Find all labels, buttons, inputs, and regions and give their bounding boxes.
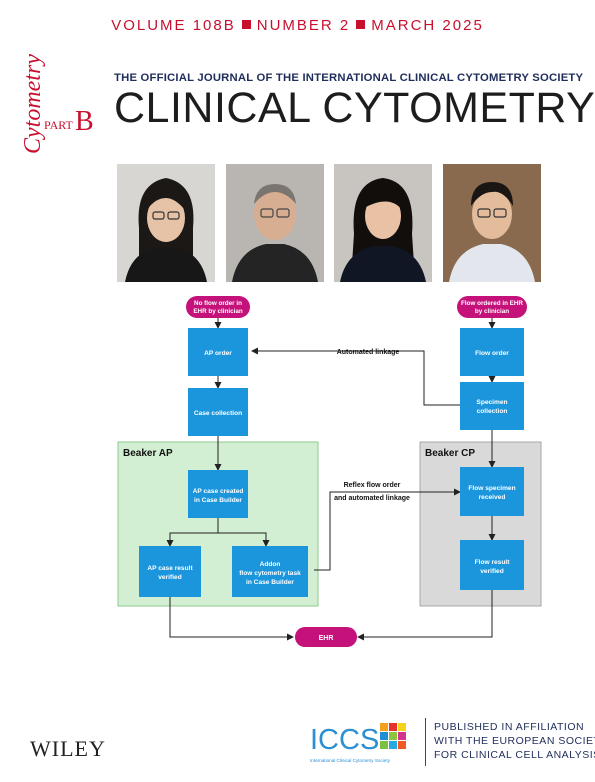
start-right-line-1: Flow ordered in EHR: [461, 300, 523, 307]
publisher-logo: WILEY: [30, 736, 106, 761]
addon-line-3: in Case Builder: [246, 579, 294, 586]
issue-date-label: MARCH 2025: [371, 17, 484, 34]
start-left-line-1: No flow order in: [194, 300, 242, 307]
brand-part-letter: B: [75, 106, 94, 137]
case-collection-box: [188, 388, 248, 436]
case-collection-label: Case collection: [194, 410, 242, 417]
beaker-cp-label: Beaker CP: [425, 448, 475, 459]
affiliation-line-2: WITH THE EUROPEAN SOCIETY: [434, 735, 595, 747]
iccs-mosaic-icon: [380, 723, 406, 749]
iccs-logo: ICCS International Clinical Cytometry So…: [310, 723, 406, 763]
volume-label: VOLUME 108B: [111, 17, 236, 34]
ap-case-created-line-2: in Case Builder: [194, 497, 242, 504]
author-photo-2: [226, 164, 324, 282]
ap-case-result-line-1: AP case result: [147, 565, 193, 572]
affiliation-line-3: FOR CLINICAL CELL ANALYSIS: [434, 749, 595, 761]
start-left-pill: [186, 296, 250, 318]
start-left-line-2: EHR by clinician: [193, 308, 242, 315]
brand-word: Cytometry: [20, 54, 46, 154]
ehr-label: EHR: [319, 635, 334, 642]
ap-order-box: [188, 328, 248, 376]
author-photo-1: [117, 164, 215, 282]
beaker-ap-label: Beaker AP: [123, 448, 173, 459]
specimen-collection-line-2: collection: [477, 408, 508, 415]
iccs-logo-subtitle: International Clinical Cytometry Society: [310, 758, 391, 763]
iccs-logo-text: ICCS: [310, 724, 379, 756]
flow-specimen-box: [460, 467, 524, 516]
ap-case-created-box: [188, 470, 248, 518]
flow-order-label: Flow order: [475, 350, 509, 357]
reflex-label-line-1: Reflex flow order: [344, 482, 401, 489]
affiliation-text: PUBLISHED IN AFFILIATION WITH THE EUROPE…: [434, 720, 595, 762]
ap-case-result-line-2: verified: [158, 574, 181, 581]
specimen-collection-line-1: Specimen: [476, 399, 507, 406]
start-right-pill: [457, 296, 527, 318]
footer-divider: [425, 718, 426, 766]
separator-square-icon: [356, 20, 366, 29]
affiliation-line-1: PUBLISHED IN AFFILIATION: [434, 721, 585, 733]
ap-case-created-line-1: AP case created: [193, 488, 244, 495]
issue-number-label: NUMBER 2: [256, 17, 351, 34]
author-photo-3: [334, 164, 432, 282]
reflex-label-line-2: and automated linkage: [334, 495, 410, 502]
addon-line-1: Addon: [260, 561, 281, 568]
separator-square-icon: [241, 20, 251, 29]
ehr-pill: [295, 627, 357, 647]
issue-line: VOLUME 108B NUMBER 2 MARCH 2025: [0, 17, 595, 34]
workflow-diagram: Beaker AP Beaker CP Automated linkage Re…: [117, 296, 542, 647]
author-photo-4: [443, 164, 541, 282]
flow-specimen-line-1: Flow specimen: [468, 485, 515, 492]
specimen-collection-box: [460, 382, 524, 430]
flow-result-box: [460, 540, 524, 590]
addon-line-2: flow cytometry task: [239, 570, 301, 577]
journal-title: CLINICAL CYTOMETRY: [114, 84, 595, 132]
brand-part-prefix: PART: [44, 118, 74, 132]
flow-specimen-line-2: received: [479, 494, 506, 501]
cytometry-part-b-logo: Cytometry PART B: [20, 54, 94, 154]
ap-order-label: AP order: [204, 350, 232, 357]
automated-linkage-label: Automated linkage: [337, 349, 400, 356]
flow-order-box: [460, 328, 524, 376]
ap-case-result-box: [139, 546, 201, 597]
journal-subtitle: THE OFFICIAL JOURNAL OF THE INTERNATIONA…: [114, 72, 584, 84]
addon-box: [232, 546, 308, 597]
start-right-line-2: by clinician: [475, 308, 509, 315]
flow-result-line-1: Flow result: [475, 559, 511, 566]
flow-result-line-2: verified: [480, 568, 503, 575]
